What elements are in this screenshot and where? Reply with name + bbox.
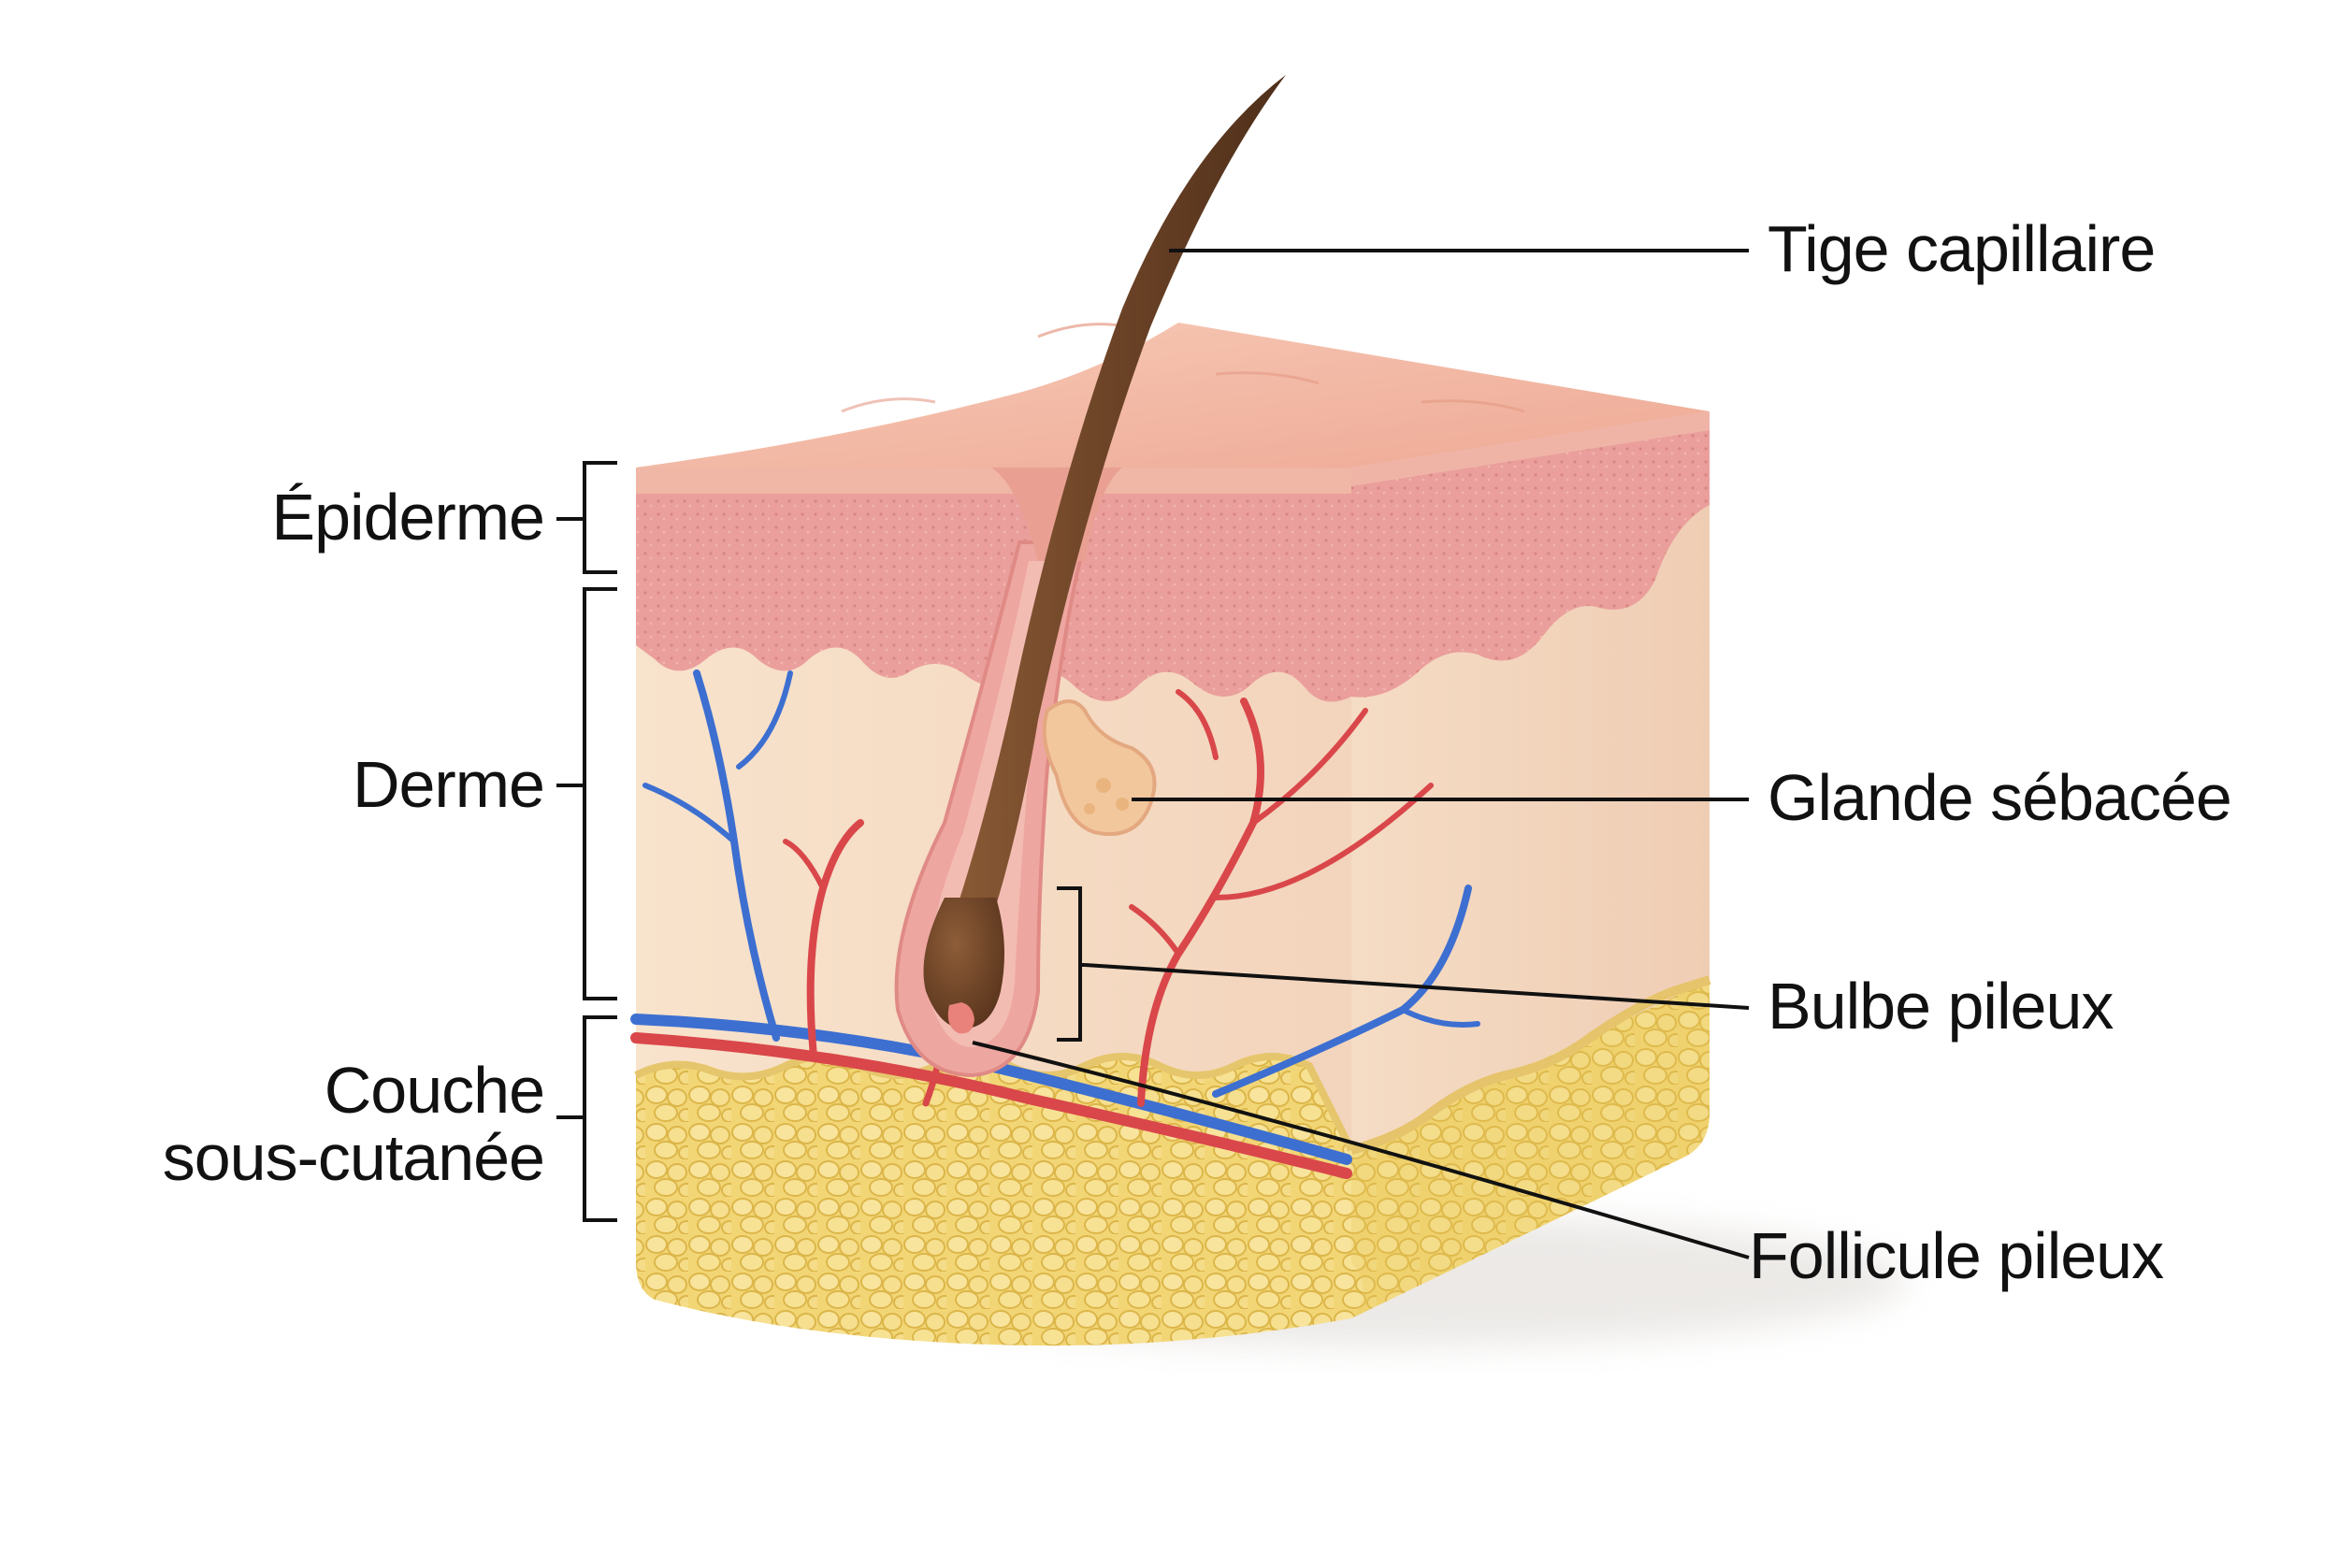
sebaceous-gland <box>1042 699 1157 836</box>
label-subcutaneous-line1: Couche <box>325 1054 544 1127</box>
label-dermis: Derme <box>353 748 544 821</box>
subcutaneous-bracket <box>556 1015 617 1222</box>
leader-hair-bulb <box>1084 963 1750 1010</box>
hair-shaft <box>954 75 1286 921</box>
hair <box>923 75 1286 1034</box>
artery-branch-right <box>1137 698 1264 1107</box>
label-hair-shaft: Tige capillaire <box>1768 212 2155 285</box>
layer-brackets <box>556 461 1085 1222</box>
bulb-bracket <box>1057 886 1085 1042</box>
blood-vessels <box>630 669 1480 1179</box>
hair-bulb <box>923 898 1004 1029</box>
vein-main <box>630 1014 1352 1165</box>
label-sebaceous-gland: Glande sébacée <box>1768 761 2231 834</box>
leader-lines <box>972 249 1750 1259</box>
epidermis-bracket <box>556 461 617 574</box>
label-hair-follicle: Follicule pileux <box>1749 1219 2164 1292</box>
dermal-papilla <box>947 1002 974 1034</box>
label-epidermis: Épiderme <box>271 481 544 554</box>
leader-hair-follicle <box>972 1041 1750 1259</box>
label-hair-bulb: Bulbe pileux <box>1768 970 2114 1043</box>
artery-main <box>630 1032 1352 1179</box>
dermis-bracket <box>556 587 617 1000</box>
artery-branch-left <box>806 819 864 1060</box>
label-subcutaneous-line2: sous-cutanée <box>163 1121 544 1194</box>
block-side-face <box>1349 411 1711 1318</box>
labels: Tige capillaire Épiderme Derme Glande sé… <box>163 212 2232 1292</box>
